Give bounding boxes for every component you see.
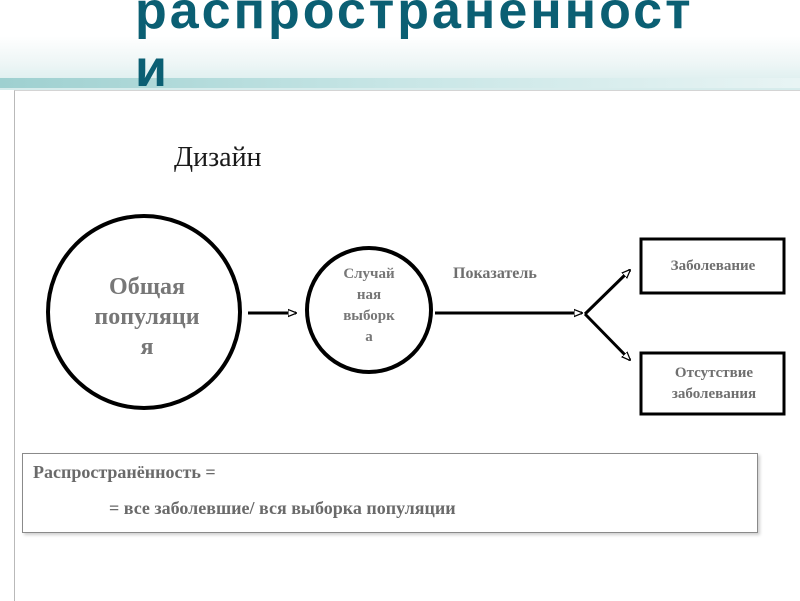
title-accent-stripe — [0, 78, 800, 88]
no-disease-label-line-2: заболевания — [671, 386, 757, 402]
disease-box — [639, 237, 786, 295]
disease-label: Заболевание — [670, 258, 756, 274]
no-disease-box — [639, 351, 786, 416]
exposure-label: Показатель — [453, 265, 537, 282]
formula-line-1: Распространённость = — [33, 462, 216, 482]
population-label: Общая популяци я — [62, 272, 232, 362]
sample-label-line-3: выборк — [343, 308, 395, 324]
sample-label-line-2: ная — [356, 287, 382, 303]
branch-to-no-disease — [583, 312, 630, 360]
no-disease-label: Отсутствие заболевания — [646, 363, 782, 405]
population-label-line-2: популяци — [94, 304, 200, 330]
prevalence-formula-box: Распространённость = = все заболевшие/ в… — [22, 453, 758, 533]
slide-title-line-2: и — [135, 40, 170, 98]
sample-label-line-4: а — [365, 329, 373, 345]
no-disease-label-line-1: Отсутствие — [674, 365, 754, 381]
population-label-line-3: я — [140, 334, 154, 360]
sample-label-line-1: Случай — [343, 266, 395, 282]
formula-line-2: = все заболевшие/ вся выборка популяции — [109, 498, 456, 518]
content-frame — [14, 90, 800, 601]
sample-circle — [305, 246, 433, 374]
sample-label: Случай ная выборк а — [323, 264, 415, 348]
design-label: Дизайн — [174, 142, 262, 173]
slide-title: распространённост и — [135, 0, 735, 98]
branch-to-disease — [583, 270, 630, 316]
title-band — [0, 0, 800, 90]
slide-title-line-1: распространённост — [135, 0, 694, 40]
population-label-line-1: Общая — [109, 274, 185, 300]
population-circle — [46, 214, 242, 410]
